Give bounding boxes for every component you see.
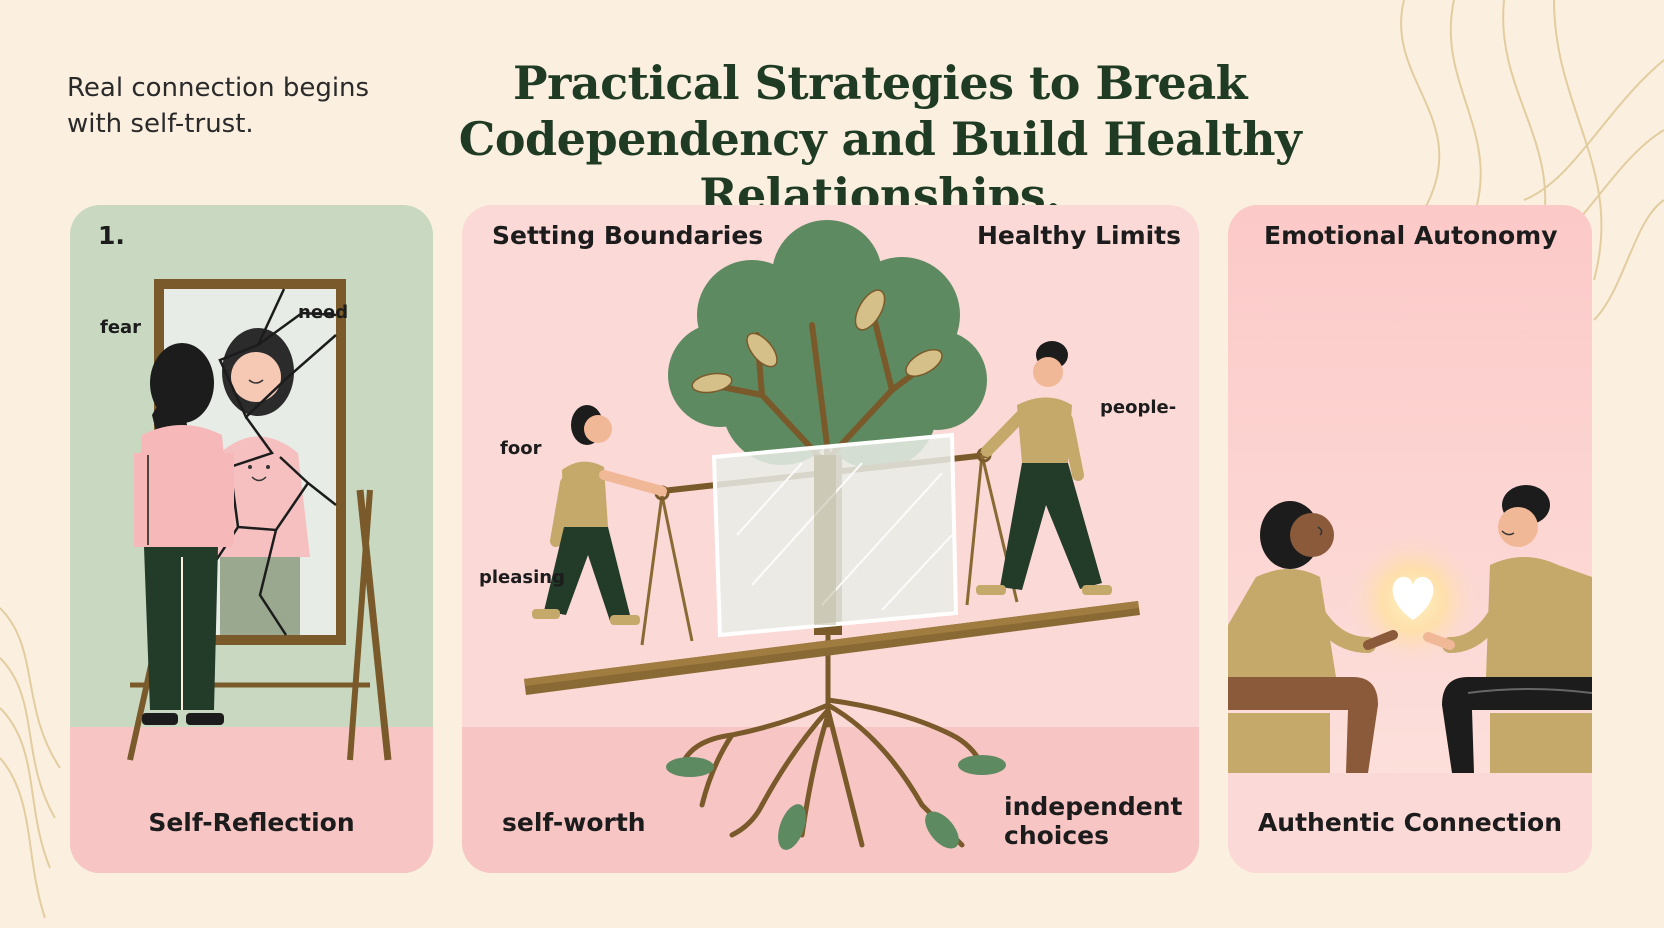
panel-setting-boundaries: Setting Boundaries Healthy Limits foor p…: [462, 205, 1199, 873]
self-reflection-illustration: [70, 279, 433, 873]
seated-woman-icon: [1228, 501, 1398, 773]
autonomy-illustration: [1228, 205, 1592, 873]
glass-pane-icon: [711, 432, 959, 638]
page-title: Practical Strategies to Break Codependen…: [458, 56, 1302, 222]
decorative-swirls-bottom-left: [0, 607, 61, 919]
walking-man-icon: [976, 341, 1112, 595]
heading-setting-boundaries: Setting Boundaries: [492, 221, 764, 250]
tagline: Real connection begins with self-trust.: [67, 73, 370, 139]
heart-icon: [1392, 576, 1434, 620]
boundaries-illustration: [462, 220, 1199, 873]
roots-icon: [679, 632, 985, 848]
heading-emotional-autonomy: Emotional Autonomy: [1264, 221, 1558, 250]
panel-number: 1.: [98, 221, 125, 250]
person-icon: [134, 343, 234, 725]
label-self-worth: self-worth: [502, 808, 646, 837]
seated-man-icon: [1423, 485, 1592, 773]
word-foor: foor: [500, 438, 542, 459]
panel-emotional-autonomy: Emotional Autonomy Authentic Connection: [1228, 205, 1592, 873]
panel-self-reflection: 1. fear need Self-Reflection: [70, 205, 433, 873]
label-self-reflection: Self-Reflection: [148, 808, 355, 837]
decorative-swirls-top-right: [1400, 0, 1664, 321]
word-fear: fear: [100, 317, 142, 338]
word-pleasing: pleasing: [479, 567, 565, 588]
word-people: people-: [1100, 397, 1177, 418]
word-need: need: [298, 302, 349, 323]
walking-woman-icon: [532, 405, 667, 625]
label-authentic-connection: Authentic Connection: [1257, 808, 1563, 837]
heading-healthy-limits: Healthy Limits: [977, 221, 1182, 250]
label-independent-choices: independent choices: [1004, 792, 1183, 850]
